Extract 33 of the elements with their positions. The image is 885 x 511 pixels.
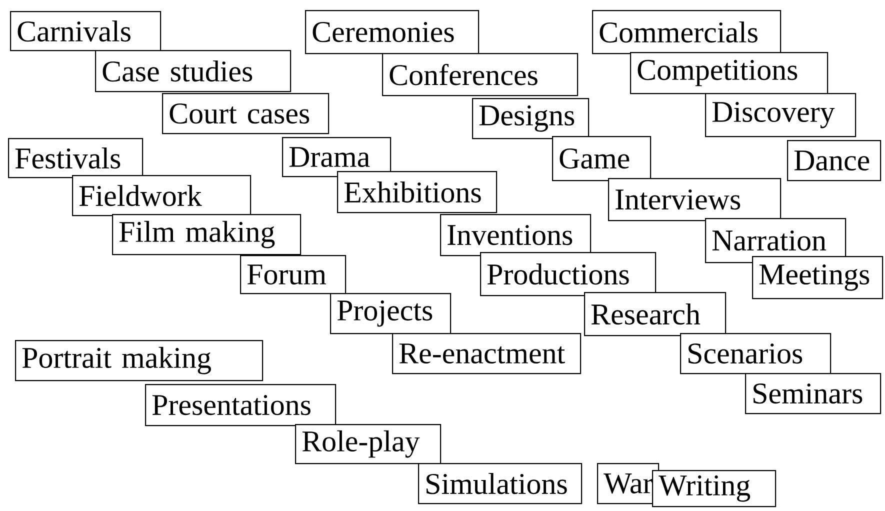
- word-box: Forum: [240, 255, 346, 294]
- word-box: Conferences: [382, 53, 578, 96]
- word-box: Discovery: [705, 93, 856, 138]
- word-box: Interviews: [608, 178, 782, 222]
- word-box: Game: [552, 136, 652, 182]
- word-box: Writing: [652, 470, 776, 508]
- word-box: Re-enactment: [392, 333, 582, 374]
- word-box: Narration: [705, 218, 846, 264]
- word-box: Portrait making: [15, 340, 264, 382]
- word-box: Court cases: [162, 93, 330, 134]
- word-box: Simulations: [418, 463, 582, 504]
- word-box: Inventions: [440, 214, 592, 256]
- word-box: Presentations: [145, 384, 336, 426]
- word-box: Role-play: [295, 424, 442, 464]
- word-box: Meetings: [752, 256, 884, 300]
- word-box: Film making: [112, 214, 302, 256]
- word-box: Drama: [282, 137, 392, 178]
- word-box: Research: [584, 292, 726, 336]
- word-box: Designs: [472, 98, 590, 140]
- word-box: Projects: [330, 293, 452, 334]
- word-box: Seminars: [745, 373, 882, 414]
- word-box: Carnivals: [10, 11, 162, 52]
- word-box: Productions: [480, 252, 656, 296]
- word-box: Exhibitions: [337, 171, 498, 214]
- word-box: War: [597, 463, 660, 504]
- word-box: Fieldwork: [72, 175, 252, 216]
- word-box: Ceremonies: [305, 10, 480, 54]
- word-box: Scenarios: [680, 333, 832, 374]
- word-box: Festivals: [8, 138, 144, 178]
- word-box: Competitions: [630, 52, 828, 94]
- word-box: Dance: [787, 140, 882, 182]
- word-box: Case studies: [95, 50, 292, 92]
- word-box: Commercials: [592, 10, 782, 54]
